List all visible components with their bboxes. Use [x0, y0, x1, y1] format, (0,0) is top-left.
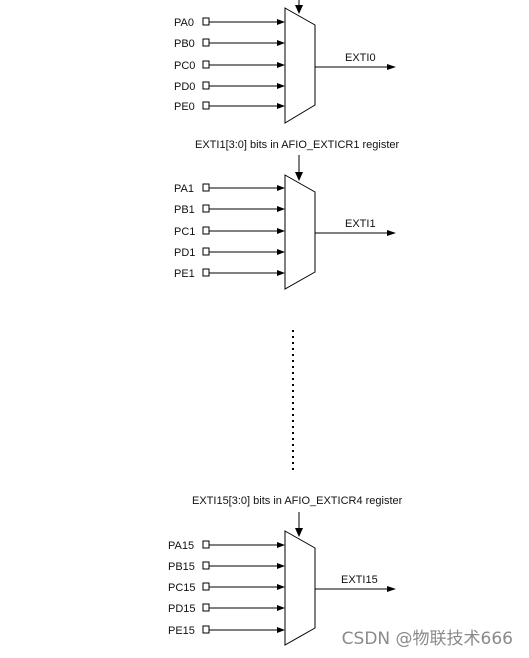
pin-pad [202, 603, 210, 612]
mux-group-exti1: EXTI1[3:0] bits in AFIO_EXTICR1 register… [174, 139, 400, 290]
output-label: EXTI15 [341, 574, 378, 586]
output-arrow [387, 64, 396, 70]
pin-pad [202, 625, 210, 634]
multiplexer [284, 174, 316, 290]
pin-pad [202, 81, 210, 90]
select-arrow [295, 528, 303, 537]
pin-label: PC15 [168, 582, 196, 594]
pin-label: PD1 [174, 247, 195, 259]
input-arrow [277, 83, 285, 89]
mux-group-exti0: PA0 PB0 PC0 PD0 PE0 EXTI0 [174, 0, 396, 124]
pin-pad [202, 38, 210, 47]
pin-label: PE0 [174, 101, 195, 113]
pin-pad [202, 247, 210, 256]
pin-label: PB1 [174, 204, 195, 216]
input-arrow [277, 185, 285, 191]
pin-pad [202, 226, 210, 235]
input-arrow [277, 584, 285, 590]
pin-label: PE1 [174, 268, 195, 280]
pin-label: PC1 [174, 226, 195, 238]
pin-label: PD0 [174, 81, 195, 93]
input-arrow [277, 40, 285, 46]
input-arrow [277, 605, 285, 611]
watermark: CSDN @物联技术666 [342, 629, 513, 649]
register-label: EXTI15[3:0] bits in AFIO_EXTICR4 registe… [192, 495, 403, 507]
output-arrow [387, 230, 396, 236]
multiplexer [284, 7, 316, 124]
pin-label: PB0 [174, 38, 195, 50]
mux-group-exti15: EXTI15[3:0] bits in AFIO_EXTICR4 registe… [168, 495, 403, 646]
input-arrow [277, 542, 285, 548]
register-label: EXTI1[3:0] bits in AFIO_EXTICR1 register [195, 139, 400, 151]
pin-label: PA1 [174, 183, 194, 195]
pin-pad [202, 17, 210, 26]
pin-pad [202, 101, 210, 110]
select-arrow [295, 172, 303, 181]
input-arrow [277, 228, 285, 234]
input-arrow [277, 206, 285, 212]
pin-label: PC0 [174, 60, 195, 72]
pin-pad [202, 268, 210, 277]
output-arrow [387, 586, 396, 592]
pin-label: PA0 [174, 17, 194, 29]
pin-pad [202, 582, 210, 591]
output-label: EXTI0 [345, 52, 376, 64]
multiplexer [284, 530, 316, 646]
pin-label: PD15 [168, 603, 196, 615]
output-label: EXTI1 [345, 218, 376, 230]
pin-label: PB15 [168, 561, 195, 573]
input-arrow [277, 19, 285, 25]
pin-pad [202, 60, 210, 69]
select-arrow [295, 5, 303, 14]
input-arrow [277, 62, 285, 68]
pin-pad [202, 183, 210, 192]
input-arrow [277, 103, 285, 109]
input-arrow [277, 270, 285, 276]
pin-pad [202, 204, 210, 213]
input-arrow [277, 563, 285, 569]
pin-label: PE15 [168, 625, 195, 637]
input-arrow [277, 249, 285, 255]
input-arrow [277, 627, 285, 633]
pin-label: PA15 [168, 540, 194, 552]
pin-pad [202, 540, 210, 549]
pin-pad [202, 561, 210, 570]
